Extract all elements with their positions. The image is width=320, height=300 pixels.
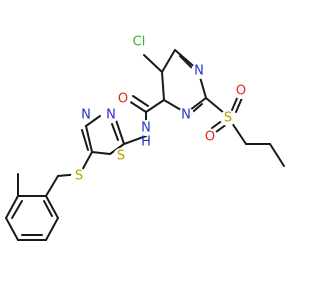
bond xyxy=(43,200,53,217)
bond xyxy=(85,115,101,127)
bond xyxy=(45,195,59,219)
sulfonyl-oxygen-bottom-label: O xyxy=(205,130,215,145)
atom-s-bg xyxy=(71,168,87,184)
thiadiazole-nitrogen-left-label: N xyxy=(81,108,91,123)
sulfonyl-oxygen-top-label: O xyxy=(236,84,246,99)
pyrimidine-nitrogen-bottom-label: N xyxy=(181,108,191,123)
atom-o-bg xyxy=(115,91,131,107)
atom-nh-bg xyxy=(138,120,154,136)
bond xyxy=(269,143,285,167)
chlorine-atom-label: Cl xyxy=(133,35,146,50)
atom-n-bg xyxy=(103,107,119,123)
bond xyxy=(205,97,225,114)
atom-o-bg xyxy=(233,83,249,99)
atom-s-bg xyxy=(220,110,236,126)
bond xyxy=(45,175,59,197)
bond xyxy=(161,71,165,101)
atom-labels: Cl N N O N H N N S S S O O xyxy=(71,33,249,184)
bond xyxy=(128,100,147,113)
bond xyxy=(5,217,19,241)
bond xyxy=(115,119,125,145)
bond xyxy=(231,95,239,111)
atom-s-bg xyxy=(113,148,129,164)
thioether-sulfur-label: S xyxy=(75,169,83,184)
amide-hydrogen-label: H xyxy=(141,135,151,150)
bond xyxy=(143,54,163,73)
atom-n-bg xyxy=(78,107,94,123)
atom-cl-bg xyxy=(130,33,148,51)
bond xyxy=(5,195,19,219)
atom-o-bg xyxy=(202,129,218,145)
sulfonyl-sulfur-label: S xyxy=(224,111,232,126)
bond xyxy=(145,99,165,113)
bond xyxy=(109,143,125,155)
thiadiazole-sulfur-label: S xyxy=(117,149,125,164)
bond xyxy=(11,200,23,219)
bond xyxy=(231,122,247,145)
bond xyxy=(132,95,149,107)
thiadiazole-nitrogen-right-label: N xyxy=(106,108,116,123)
bond xyxy=(123,135,147,145)
bond xyxy=(81,129,89,151)
amide-nitrogen-label: N xyxy=(141,121,151,136)
pyrimidine-nitrogen-top-label: N xyxy=(194,64,204,79)
atom-n-bg xyxy=(191,63,207,79)
chemical-structure-diagram: Cl N N O N H N N S S S O O xyxy=(5,33,285,241)
atom-n-bg xyxy=(178,107,194,123)
bond xyxy=(235,97,243,113)
bond xyxy=(111,123,119,141)
bond xyxy=(85,125,93,153)
bond xyxy=(91,151,111,155)
carbonyl-oxygen-label: O xyxy=(118,92,128,107)
bond xyxy=(45,217,59,241)
bond xyxy=(161,49,176,73)
